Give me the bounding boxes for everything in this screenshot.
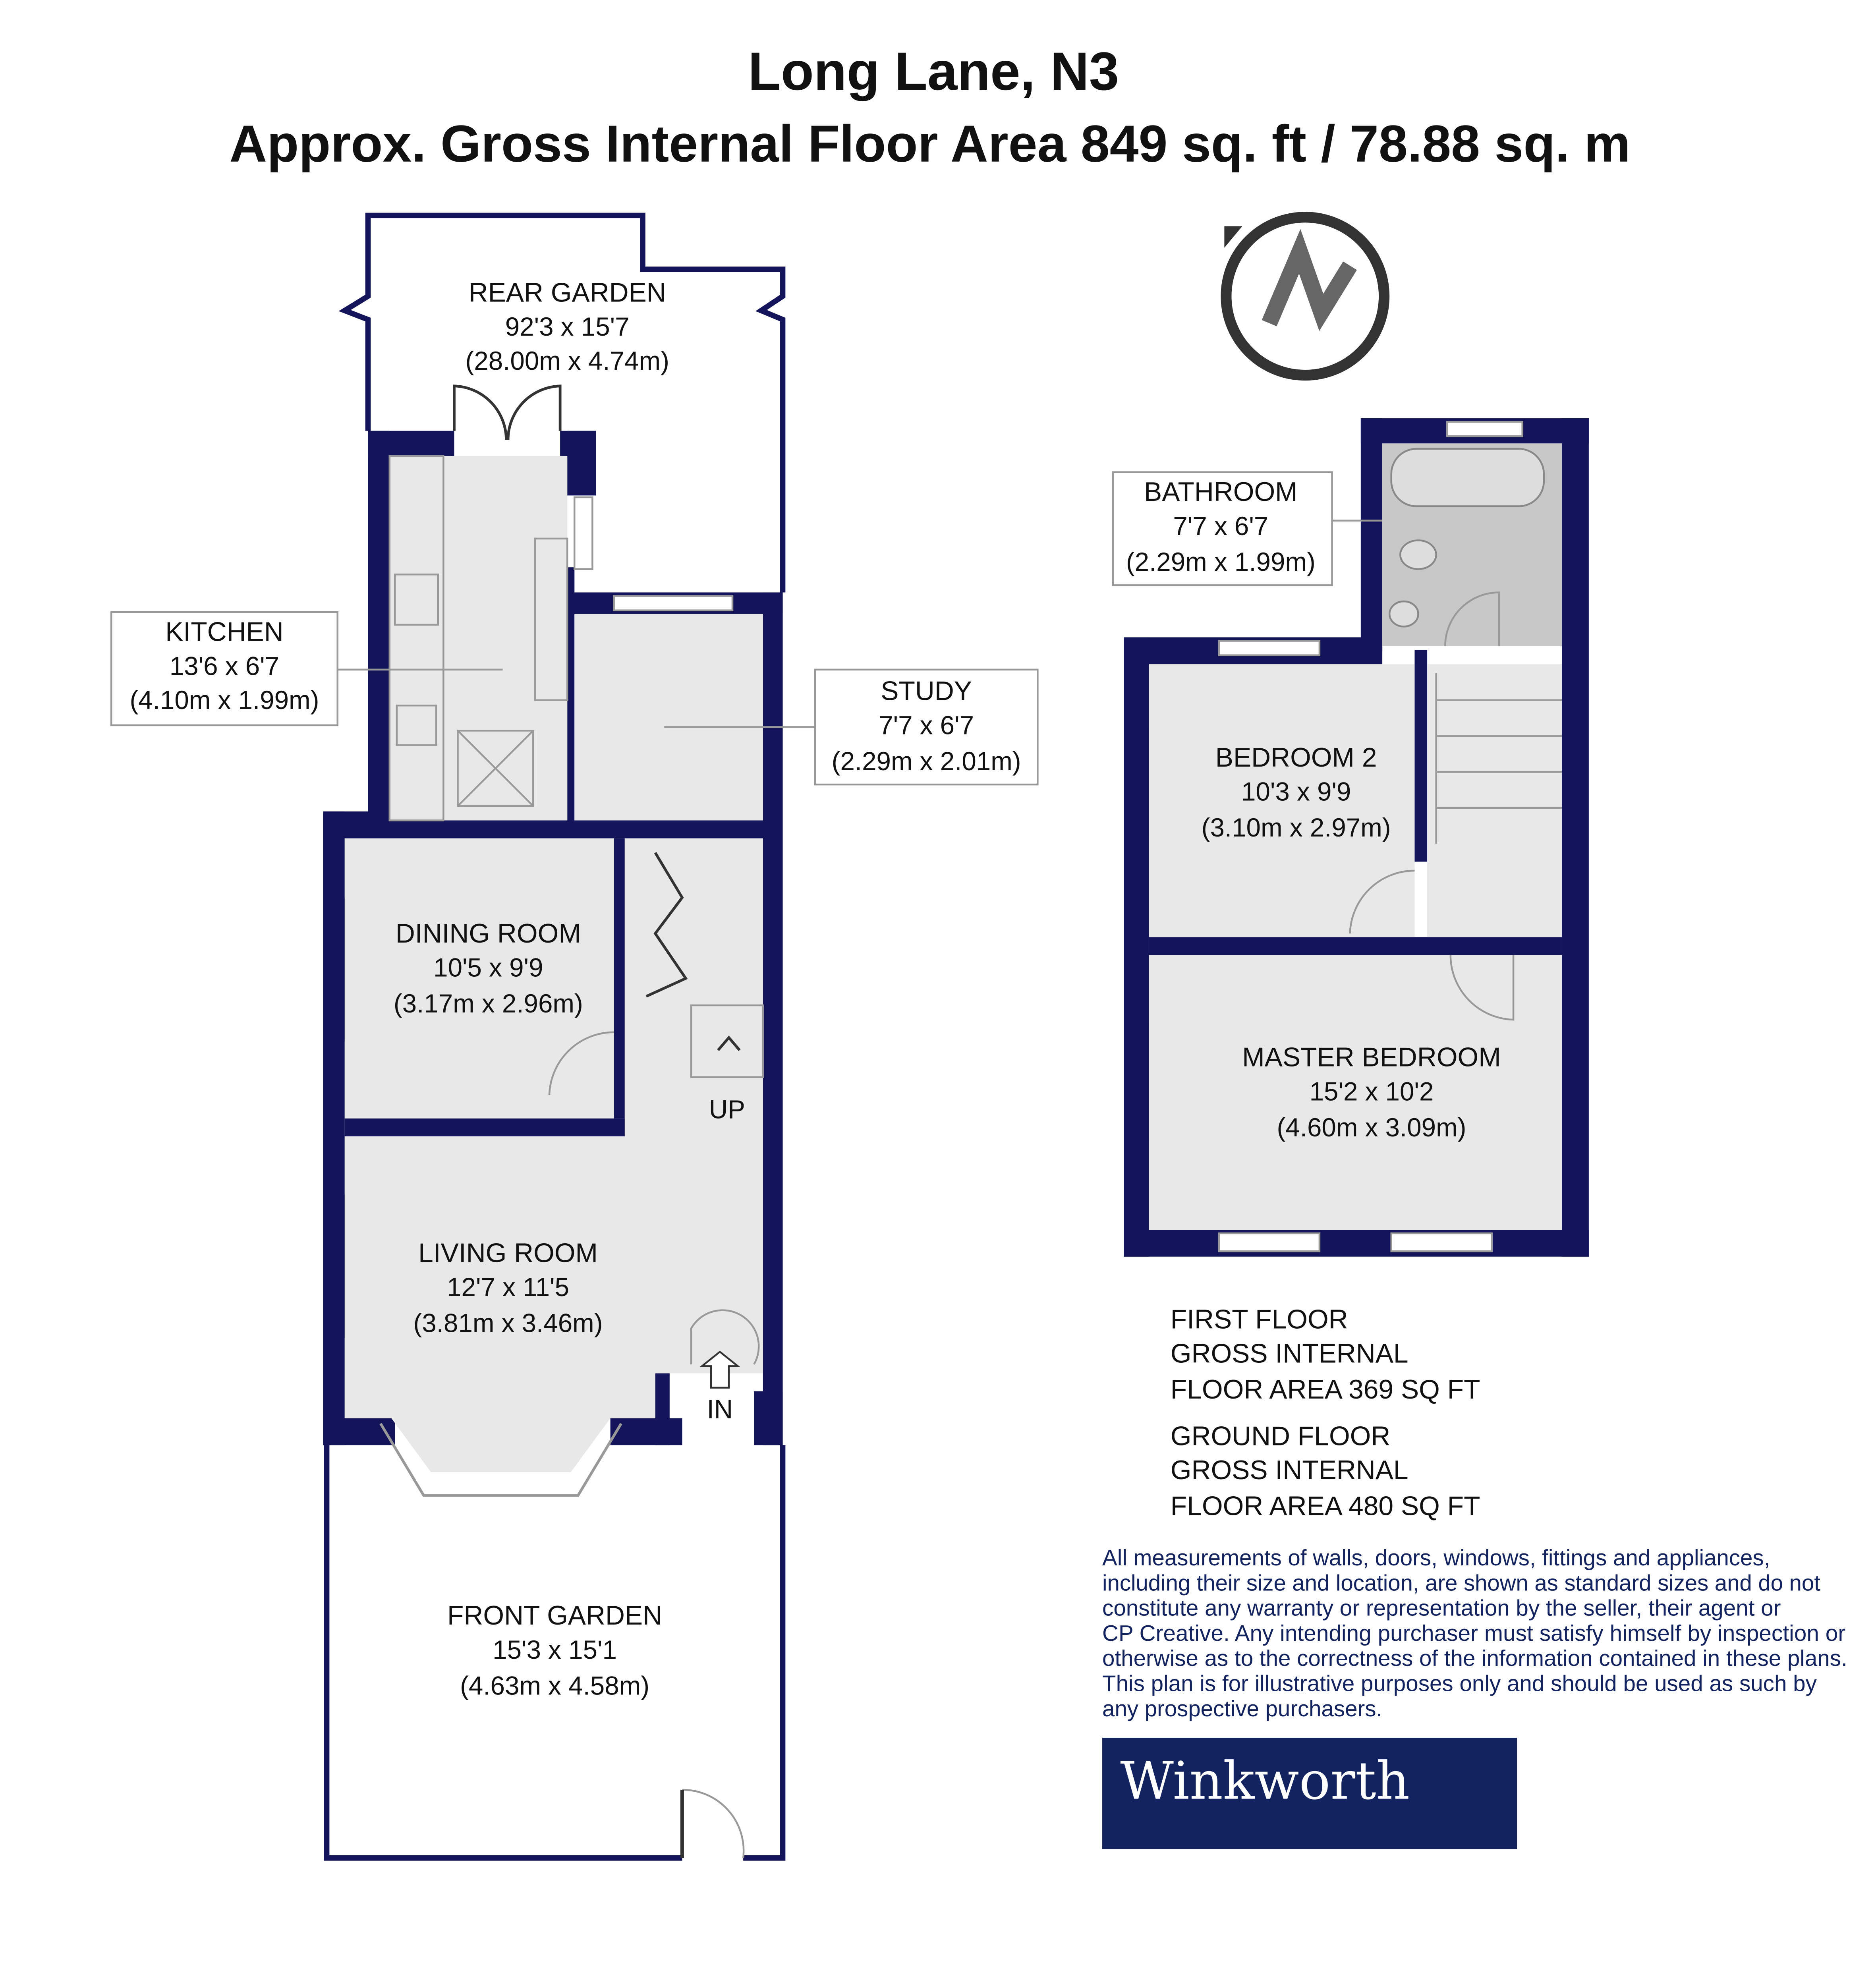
svg-text:This plan is for illustrative: This plan is for illustrative purposes o… [1102, 1671, 1817, 1696]
svg-text:10'3 x 9'9: 10'3 x 9'9 [1241, 777, 1351, 806]
rear-garden-outline [338, 213, 786, 593]
svg-text:All measurements of walls, doo: All measurements of walls, doors, window… [1102, 1545, 1770, 1570]
room-label-study: STUDY 7'7 x 6'7 (2.29m x 2.01m) [832, 676, 1021, 776]
study-area [574, 614, 763, 821]
svg-text:FRONT GARDEN: FRONT GARDEN [447, 1601, 662, 1631]
floor-plan: Long Lane, N3 Approx. Gross Internal Flo… [110, 41, 1847, 1861]
svg-text:Winkworth: Winkworth [1120, 1750, 1410, 1811]
room-label-bedroom-2: BEDROOM 2 10'3 x 9'9 (3.10m x 2.97m) [1202, 743, 1391, 842]
svg-text:10'5 x 9'9: 10'5 x 9'9 [433, 953, 543, 982]
room-label-bathroom: BATHROOM 7'7 x 6'7 (2.29m x 1.99m) [1126, 477, 1316, 576]
svg-text:(2.29m x 1.99m): (2.29m x 1.99m) [1126, 547, 1316, 576]
svg-text:GROSS INTERNAL: GROSS INTERNAL [1171, 1455, 1408, 1485]
stairs-up-label: UP [709, 1095, 745, 1124]
svg-text:12'7 x 11'5: 12'7 x 11'5 [447, 1273, 569, 1302]
svg-text:15'3 x 15'1: 15'3 x 15'1 [493, 1635, 617, 1664]
entrance-label: IN [707, 1395, 733, 1424]
svg-text:(28.00m x 4.74m): (28.00m x 4.74m) [465, 346, 669, 375]
ground-floor-area: GROUND FLOOR GROSS INTERNAL FLOOR AREA 4… [1171, 1421, 1480, 1521]
winkworth-logo: Winkworth [1102, 1737, 1517, 1849]
svg-text:MASTER BEDROOM: MASTER BEDROOM [1242, 1043, 1501, 1072]
svg-text:BATHROOM: BATHROOM [1144, 477, 1298, 507]
svg-text:FIRST FLOOR: FIRST FLOOR [1171, 1305, 1348, 1335]
north-arrow-icon [1221, 212, 1390, 381]
svg-text:13'6 x 6'7: 13'6 x 6'7 [170, 651, 279, 680]
kitchen-area [389, 456, 568, 821]
first-floor-area: FIRST FLOOR GROSS INTERNAL FLOOR AREA 36… [1171, 1305, 1480, 1404]
svg-text:7'7 x 6'7: 7'7 x 6'7 [879, 711, 974, 740]
disclaimer: All measurements of walls, doors, window… [1102, 1545, 1847, 1721]
room-label-master-bedroom: MASTER BEDROOM 15'2 x 10'2 (4.60m x 3.09… [1242, 1043, 1501, 1142]
room-label-living-room: LIVING ROOM 12'7 x 11'5 (3.81m x 3.46m) [413, 1238, 603, 1337]
svg-text:(3.17m x 2.96m): (3.17m x 2.96m) [394, 989, 583, 1018]
living-room-area [344, 1136, 655, 1472]
svg-text:otherwise as to the correctnes: otherwise as to the correctness of the i… [1102, 1646, 1847, 1671]
svg-text:DINING ROOM: DINING ROOM [396, 919, 581, 949]
svg-text:(2.29m x 2.01m): (2.29m x 2.01m) [832, 747, 1021, 776]
svg-text:constitute any warranty or rep: constitute any warranty or representatio… [1102, 1596, 1781, 1621]
svg-text:(4.60m x 3.09m): (4.60m x 3.09m) [1277, 1113, 1466, 1142]
svg-text:(4.10m x 1.99m): (4.10m x 1.99m) [129, 686, 319, 715]
svg-text:GROSS INTERNAL: GROSS INTERNAL [1171, 1339, 1408, 1368]
dining-room-area [344, 838, 614, 1119]
bedroom-2-area [1149, 664, 1415, 937]
room-label-front-garden: FRONT GARDEN 15'3 x 15'1 (4.63m x 4.58m) [447, 1601, 662, 1700]
svg-text:KITCHEN: KITCHEN [165, 617, 284, 647]
master-bedroom-area [1149, 955, 1562, 1230]
room-label-dining-room: DINING ROOM 10'5 x 9'9 (3.17m x 2.96m) [394, 919, 583, 1018]
front-garden-outline [324, 1445, 682, 1861]
svg-text:any prospective purchasers.: any prospective purchasers. [1102, 1696, 1382, 1721]
svg-text:(3.81m x 3.46m): (3.81m x 3.46m) [413, 1309, 603, 1338]
svg-text:FLOOR AREA 369 SQ FT: FLOOR AREA 369 SQ FT [1171, 1375, 1480, 1404]
svg-text:7'7 x 6'7: 7'7 x 6'7 [1173, 512, 1268, 541]
svg-text:(3.10m x 2.97m): (3.10m x 2.97m) [1202, 813, 1391, 842]
room-label-kitchen: KITCHEN 13'6 x 6'7 (4.10m x 1.99m) [129, 617, 319, 715]
page-subtitle: Approx. Gross Internal Floor Area 849 sq… [230, 114, 1631, 173]
room-label-rear-garden: REAR GARDEN 92'3 x 15'7 (28.00m x 4.74m) [465, 278, 669, 375]
svg-text:GROUND FLOOR: GROUND FLOOR [1171, 1421, 1391, 1451]
svg-text:CP Creative. Any intending pur: CP Creative. Any intending purchaser mus… [1102, 1621, 1845, 1646]
svg-text:92'3 x 15'7: 92'3 x 15'7 [505, 312, 630, 341]
first-floor: BATHROOM 7'7 x 6'7 (2.29m x 1.99m) BEDRO… [1112, 418, 1589, 1257]
svg-text:including their size and locat: including their size and location, are s… [1102, 1570, 1820, 1595]
svg-text:LIVING ROOM: LIVING ROOM [418, 1238, 598, 1268]
svg-text:FLOOR AREA 480 SQ FT: FLOOR AREA 480 SQ FT [1171, 1491, 1480, 1521]
page-title: Long Lane, N3 [748, 41, 1119, 101]
svg-text:BEDROOM 2: BEDROOM 2 [1215, 743, 1377, 773]
svg-text:15'2 x 10'2: 15'2 x 10'2 [1310, 1077, 1434, 1106]
svg-text:(4.63m x 4.58m): (4.63m x 4.58m) [460, 1671, 649, 1700]
ground-floor: REAR GARDEN 92'3 x 15'7 (28.00m x 4.74m) [110, 213, 1039, 1861]
landing-area [1427, 664, 1562, 937]
svg-text:REAR GARDEN: REAR GARDEN [469, 278, 666, 307]
svg-text:STUDY: STUDY [881, 676, 972, 706]
